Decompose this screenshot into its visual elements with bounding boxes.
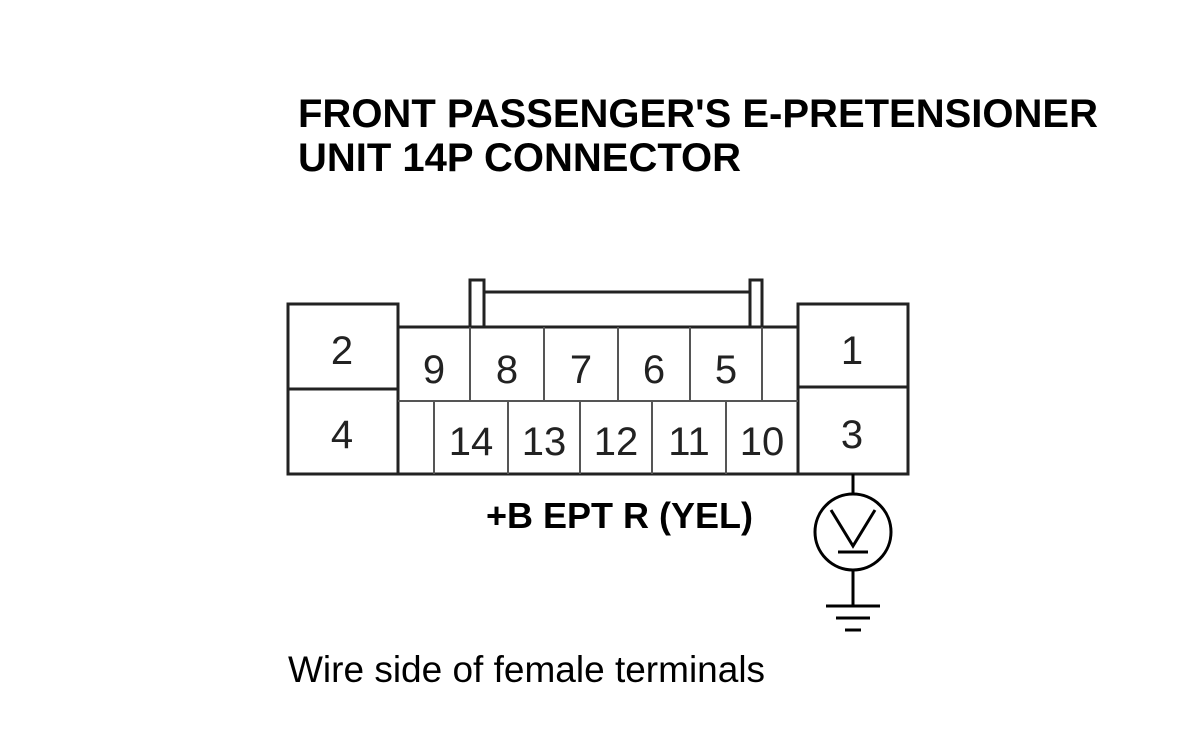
pin-13: 13 xyxy=(522,420,567,464)
pin-8: 8 xyxy=(496,348,518,392)
pin-2: 2 xyxy=(331,329,353,373)
pin-11: 11 xyxy=(668,420,710,464)
pin-3: 3 xyxy=(841,413,863,457)
connector-latch xyxy=(468,278,764,327)
connector-body xyxy=(286,302,910,476)
pin-14: 14 xyxy=(449,420,494,464)
pin-12: 12 xyxy=(594,420,639,464)
title-line-2: UNIT 14P CONNECTOR xyxy=(298,136,742,180)
diagram-caption: Wire side of female terminals xyxy=(288,649,766,690)
pin-9: 9 xyxy=(423,348,445,392)
pin-1: 1 xyxy=(841,329,863,373)
diagram-title: FRONT PASSENGER'S E-PRETENSIONER UNIT 14… xyxy=(298,92,1098,180)
pin-5: 5 xyxy=(715,348,737,392)
ground-icon xyxy=(826,604,880,632)
title-line-1: FRONT PASSENGER'S E-PRETENSIONER xyxy=(298,92,1098,136)
voltmeter-icon xyxy=(813,492,893,572)
wire-label: +B EPT R (YEL) xyxy=(486,495,753,536)
pin-6: 6 xyxy=(643,348,665,392)
pin-10: 10 xyxy=(740,420,785,464)
pin-7: 7 xyxy=(570,348,592,392)
pin-4: 4 xyxy=(331,413,353,457)
